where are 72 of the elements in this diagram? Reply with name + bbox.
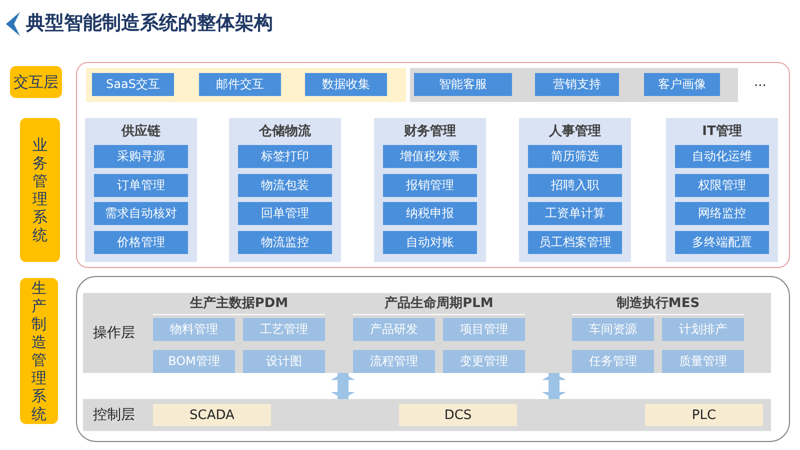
layer-name: 控制层: [93, 406, 135, 424]
function-tile: 任务管理: [572, 350, 654, 373]
function-tile: 网络监控: [675, 202, 769, 225]
section-frame: [76, 276, 790, 442]
function-tile: 物料管理: [153, 318, 235, 341]
category-panel: [374, 118, 486, 262]
system-group: [153, 293, 325, 373]
function-tile: 智能客服: [414, 73, 512, 96]
system-group: [572, 293, 744, 373]
layer-label: 生产制造管理系统: [20, 278, 58, 424]
function-tile: 质量管理: [662, 350, 744, 373]
function-tile: 流程管理: [353, 350, 435, 373]
device-tile: DCS: [399, 404, 517, 426]
system-group: [353, 293, 525, 373]
function-tile: 物流监控: [238, 230, 332, 254]
function-tile: 车间资源: [572, 318, 654, 341]
function-tile: 自动对账: [383, 230, 477, 254]
function-tile: 工艺管理: [243, 318, 325, 341]
function-tile: 数据收集: [305, 73, 387, 96]
double-arrow: [331, 373, 355, 399]
function-tile: 采购寻源: [94, 145, 188, 168]
group-heading: 人事管理: [548, 123, 602, 140]
group-heading: 制造执行MES: [572, 294, 744, 315]
module-band: [410, 68, 738, 102]
function-tile: 订单管理: [94, 174, 188, 196]
function-tile: 物流包装: [238, 174, 332, 196]
group-heading: 仓储物流: [258, 122, 312, 140]
section-frame: [76, 62, 790, 268]
page-title: 典型智能制造系统的整体架构: [26, 11, 273, 36]
layer-name: 操作层: [93, 324, 135, 342]
function-tile: 报销管理: [383, 174, 477, 196]
function-tile: 招聘入职: [528, 174, 622, 196]
group-heading: 财务管理: [403, 123, 457, 140]
layer-band: [83, 293, 771, 373]
device-tile: PLC: [645, 404, 763, 426]
function-tile: 多终端配置: [675, 230, 769, 254]
double-arrow: [542, 373, 566, 399]
function-tile: 营销支持: [535, 73, 619, 96]
module-band: [86, 68, 406, 102]
layer-label: 交互层: [10, 66, 62, 98]
category-panel: [229, 118, 341, 262]
function-tile: 变更管理: [443, 350, 525, 373]
layer-band: [83, 399, 771, 431]
device-tile: SCADA: [153, 404, 271, 426]
function-tile: BOM管理: [153, 350, 235, 373]
function-tile: 回单管理: [238, 202, 332, 225]
function-tile: 需求自动核对: [94, 202, 188, 225]
category-panel: [85, 118, 197, 262]
group-heading: 供应链: [120, 122, 162, 140]
function-tile: 邮件交互: [199, 73, 281, 96]
ellipsis-text: ...: [754, 75, 766, 90]
function-tile: 项目管理: [443, 318, 525, 341]
function-tile: 增值税发票: [383, 145, 477, 168]
group-heading: IT管理: [701, 123, 743, 140]
function-tile: 价格管理: [94, 230, 188, 254]
function-tile: 计划排产: [662, 318, 744, 341]
category-panel: [519, 118, 631, 262]
function-tile: 简历筛选: [528, 145, 622, 168]
function-tile: 自动化运维: [675, 145, 769, 168]
layer-label: 业务管理系统: [20, 118, 60, 262]
function-tile: SaaS交互: [92, 73, 174, 96]
function-tile: 设计图: [243, 350, 325, 373]
function-tile: 纳税申报: [383, 202, 477, 225]
function-tile: 客户画像: [644, 73, 720, 96]
function-tile: 员工档案管理: [528, 230, 622, 254]
function-tile: 标签打印: [238, 145, 332, 168]
function-tile: 工资单计算: [528, 202, 622, 225]
category-panel: [666, 118, 778, 262]
function-tile: 产品研发: [353, 318, 435, 341]
group-heading: 产品生命周期PLM: [353, 294, 525, 315]
function-tile: 权限管理: [675, 174, 769, 196]
group-heading: 生产主数据PDM: [153, 294, 325, 315]
